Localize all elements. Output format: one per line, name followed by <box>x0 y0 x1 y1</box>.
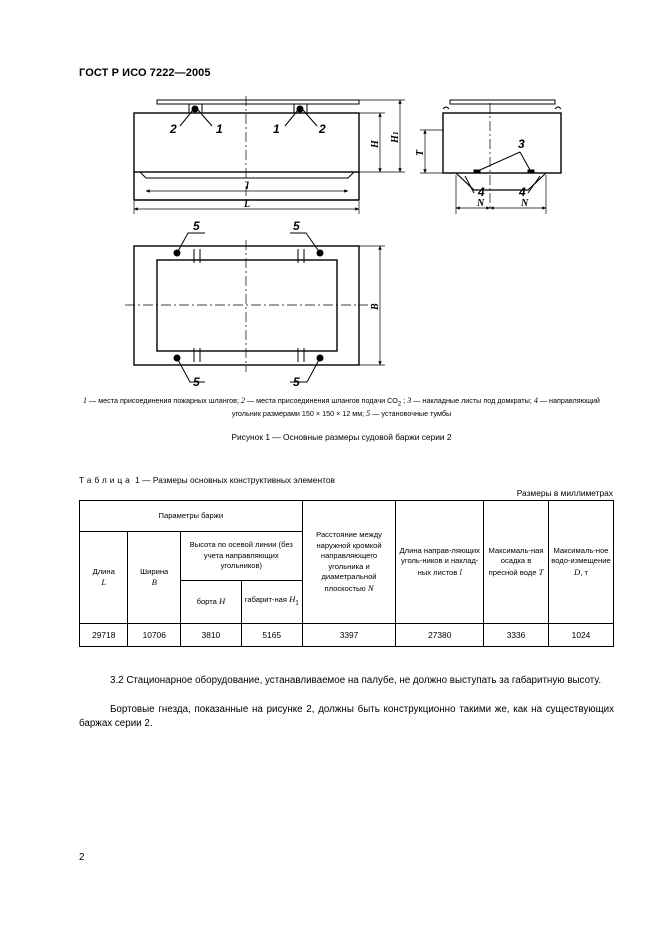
table-row: 29718 10706 3810 5165 3397 27380 3336 10… <box>78 623 615 647</box>
label-4: 4 <box>477 185 485 199</box>
dim-H1: H <box>390 134 401 144</box>
header-displacement: Максималь-ное водо-измещение D, т <box>547 500 615 624</box>
barge-technical-drawing: 2 1 1 2 3 4 4 5 5 5 5 l L H H 1 T N N B <box>125 96 562 389</box>
dimensions-table: Параметры баржи Расстояние между наружно… <box>78 500 615 647</box>
header-draft: Максималь-ная осадка в пресной воде T <box>483 500 549 624</box>
cell-side: 3810 <box>180 623 242 647</box>
dim-l: l <box>246 181 249 192</box>
label-2: 2 <box>318 122 326 136</box>
label-5: 5 <box>293 219 300 233</box>
label-5: 5 <box>193 219 200 233</box>
page-number: 2 <box>79 852 85 863</box>
dim-H: H <box>370 139 381 149</box>
dim-H1-sub: 1 <box>392 132 400 136</box>
cell-overall: 5165 <box>240 623 303 647</box>
cell-displacement: 1024 <box>547 623 615 647</box>
label-5: 5 <box>193 375 200 389</box>
dim-T: T <box>415 149 426 156</box>
label-4: 4 <box>518 185 526 199</box>
page-header: ГОСТ Р ИСО 7222—2005 <box>79 67 211 79</box>
dim-N: N <box>476 198 485 209</box>
header-guide-length: Длина направ-ляющих уголь-ников и наклад… <box>395 500 485 624</box>
label-5: 5 <box>293 375 300 389</box>
table-title: Таблица 1 — Размеры основных конструктив… <box>79 475 335 485</box>
header-side: борта H <box>180 580 242 624</box>
header-overall: габарит-ная H1 <box>240 580 303 624</box>
figure-title: Рисунок 1 — Основные размеры судовой бар… <box>231 432 452 442</box>
dim-L: L <box>243 199 250 210</box>
label-1: 1 <box>216 122 223 136</box>
end-view <box>420 99 562 214</box>
paragraph-3-2: 3.2 Стационарное оборудование, устанавли… <box>110 675 602 686</box>
cell-width: 10706 <box>127 623 181 647</box>
label-2: 2 <box>169 122 177 136</box>
cell-guide-length: 27380 <box>395 623 485 647</box>
side-view <box>133 96 405 214</box>
label-3: 3 <box>518 137 525 151</box>
dim-B: B <box>370 303 381 311</box>
hose-connection-icon <box>191 105 199 113</box>
plan-view <box>125 232 385 383</box>
cell-distance: 3397 <box>301 623 397 647</box>
dim-N: N <box>520 198 529 209</box>
header-height: Высота по осевой линии (без учета направ… <box>180 531 303 581</box>
cell-length: 29718 <box>78 623 129 647</box>
table-units: Размеры в миллиметрах <box>516 488 613 498</box>
header-distance: Расстояние между наружной кромкой направ… <box>301 500 397 624</box>
cell-draft: 3336 <box>483 623 549 647</box>
figure-legend: 1 — места присоединения пожарных шлангов… <box>83 396 600 419</box>
hose-connection-icon <box>296 105 304 113</box>
paragraph-side-sockets: Бортовые гнезда, показанные на рисунке 2… <box>79 704 614 729</box>
header-params: Параметры баржи <box>79 500 303 532</box>
label-1: 1 <box>273 122 280 136</box>
